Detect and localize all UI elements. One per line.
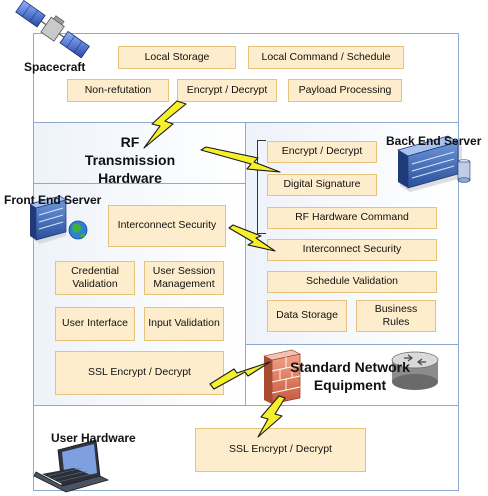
backend-schedule-validation: Schedule Validation xyxy=(267,271,437,293)
server-icon xyxy=(397,135,471,192)
laptop-icon xyxy=(33,439,110,493)
lightning-network-user-icon xyxy=(257,395,286,438)
back-end-server-label: Back End Server xyxy=(386,134,482,148)
frontend-user-interface: User Interface xyxy=(55,307,135,341)
backend-business-rules: Business Rules xyxy=(356,300,436,332)
spacecraft-local-storage: Local Storage xyxy=(118,46,236,69)
rf-transmission-label: RF Transmission Hardware xyxy=(84,134,176,186)
network-equipment-label: Standard Network Equipment xyxy=(290,359,410,393)
lightning-frontend-backend-icon xyxy=(228,224,276,252)
front-end-server-label: Front End Server xyxy=(4,193,102,207)
satellite-icon xyxy=(15,0,90,59)
spacecraft-encrypt-decrypt: Encrypt / Decrypt xyxy=(177,79,277,102)
user-ssl-encrypt-decrypt: SSL Encrypt / Decrypt xyxy=(195,428,366,472)
spacecraft-payload-processing: Payload Processing xyxy=(288,79,402,102)
frontend-user-session-management: User Session Management xyxy=(144,261,224,295)
lightning-spacecraft-rf-icon xyxy=(143,100,187,149)
frontend-input-validation: Input Validation xyxy=(144,307,224,341)
user-hardware-label: User Hardware xyxy=(51,431,136,445)
web-server-icon xyxy=(29,195,88,244)
router-icon xyxy=(391,351,439,390)
lightning-rf-backend-icon xyxy=(200,146,281,173)
backend-rf-hardware-command: RF Hardware Command xyxy=(267,207,437,229)
back-end-bracket xyxy=(257,140,266,234)
frontend-credential-validation: Credential Validation xyxy=(55,261,135,295)
backend-digital-signature: Digital Signature xyxy=(267,174,377,196)
spacecraft-label: Spacecraft xyxy=(24,60,86,74)
frontend-ssl-encrypt-decrypt: SSL Encrypt / Decrypt xyxy=(55,351,224,395)
firewall-icon xyxy=(263,349,301,405)
backend-interconnect-security: Interconnect Security xyxy=(267,239,437,261)
backend-encrypt-decrypt: Encrypt / Decrypt xyxy=(267,141,377,163)
backend-data-storage: Data Storage xyxy=(267,300,347,332)
frontend-interconnect-security: Interconnect Security xyxy=(108,205,226,247)
spacecraft-non-refutation: Non-refutation xyxy=(67,79,169,102)
spacecraft-local-command-schedule: Local Command / Schedule xyxy=(248,46,404,69)
lightning-frontend-network-icon xyxy=(209,361,271,390)
